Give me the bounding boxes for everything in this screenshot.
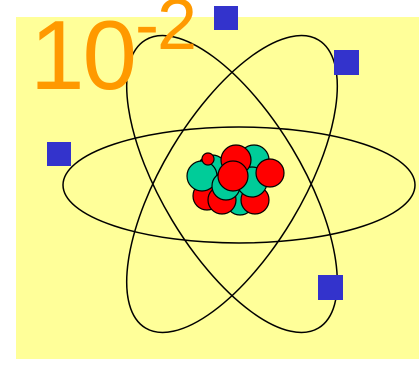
exponent-power: -2 bbox=[135, 0, 197, 65]
proton bbox=[201, 152, 215, 166]
proton bbox=[255, 158, 285, 188]
electron bbox=[214, 6, 238, 30]
electron bbox=[47, 142, 71, 166]
exponent-label: 10-2 bbox=[30, 0, 197, 114]
electron bbox=[318, 275, 343, 300]
orbit-group bbox=[62, 34, 416, 334]
orbit-diagonal-right bbox=[125, 34, 339, 334]
nucleus bbox=[186, 144, 285, 216]
orbit-diagonal-left bbox=[125, 34, 339, 334]
electron bbox=[334, 50, 359, 75]
orbit-horizontal bbox=[62, 126, 416, 244]
electrons bbox=[47, 6, 359, 300]
exponent-base: 10 bbox=[30, 0, 137, 110]
proton bbox=[217, 160, 249, 192]
